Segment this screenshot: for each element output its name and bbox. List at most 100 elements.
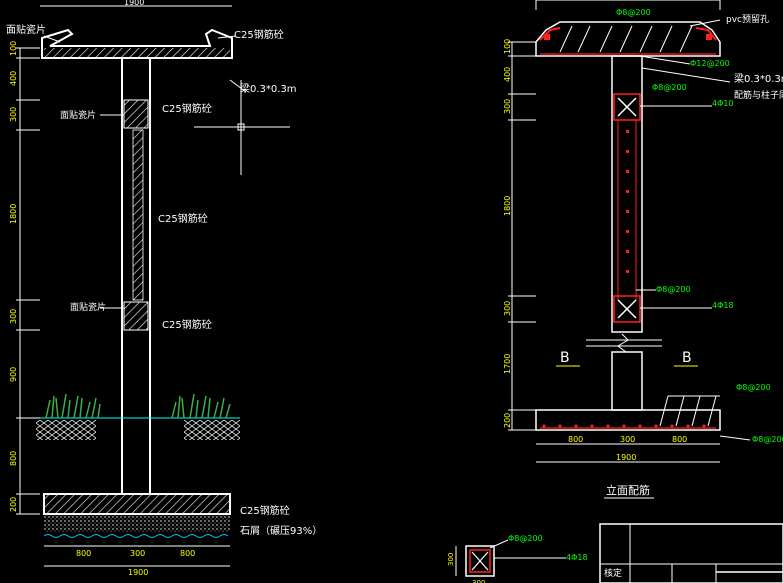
top-dim-text: 1900 bbox=[124, 0, 144, 7]
rbdim-total: 1900 bbox=[616, 453, 636, 462]
rbdim-800-left: 800 bbox=[568, 435, 583, 444]
section-b-right: B bbox=[682, 350, 692, 366]
leader-pvc bbox=[689, 19, 721, 27]
rvdim-100: 100 bbox=[503, 39, 512, 54]
rvdim-1700: 1700 bbox=[503, 354, 512, 374]
upper-beam-box bbox=[613, 93, 641, 121]
column-core-hatch bbox=[132, 129, 144, 301]
gravel-layer bbox=[44, 514, 230, 532]
left-grass-icon bbox=[45, 393, 101, 419]
detail-dim-h: 300 bbox=[472, 579, 485, 583]
label-rebar-top: Φ8@200 bbox=[616, 8, 651, 17]
label-beam-note: 梁0.3*0.3m bbox=[240, 82, 297, 95]
label-right-beam2: 配筋与柱子同 bbox=[734, 89, 783, 101]
lower-beam-hatch bbox=[123, 301, 149, 331]
detail-dim-v: 300 bbox=[447, 553, 455, 566]
label-conc-base: C25钢筋砼 bbox=[240, 504, 290, 517]
vdim-400: 400 bbox=[9, 71, 18, 86]
rvdim-400: 400 bbox=[503, 67, 512, 82]
slab-right-hook bbox=[695, 27, 717, 41]
label-conc-lower: C25钢筋砼 bbox=[162, 318, 212, 331]
leader-beam-note bbox=[229, 79, 247, 93]
right-soil-brick bbox=[184, 420, 240, 440]
bdim-800-right: 800 bbox=[180, 549, 195, 558]
footing-rebar-dots bbox=[542, 424, 706, 428]
footing-diagonals bbox=[659, 395, 720, 427]
leader-rebar-base2 bbox=[719, 435, 751, 441]
vdim-900: 900 bbox=[9, 367, 18, 382]
upper-beam-hatch bbox=[123, 99, 149, 129]
pvc-hole-right bbox=[706, 34, 712, 40]
left-dim-ticks bbox=[16, 47, 40, 515]
vdim-800: 800 bbox=[9, 451, 18, 466]
detail-rebar-leader bbox=[489, 539, 509, 549]
right-dim-ticks bbox=[508, 41, 536, 431]
label-rebar-12: Φ12@200 bbox=[690, 59, 730, 68]
leader-tile-top bbox=[43, 35, 61, 43]
bdim-300: 300 bbox=[130, 549, 145, 558]
leader-rebar-12 bbox=[639, 55, 691, 65]
title-block: 核定 bbox=[599, 523, 783, 583]
label-rebar-mid: Φ8@200 bbox=[652, 83, 687, 92]
right-caption: 立面配筋 bbox=[606, 483, 650, 497]
label-rebar-base: Φ8@200 bbox=[736, 383, 771, 392]
pvc-hole-left bbox=[544, 34, 550, 40]
label-4-18: 4Φ18 bbox=[712, 301, 734, 310]
break-symbol bbox=[617, 333, 629, 353]
label-conc-mid: C25钢筋砼 bbox=[158, 212, 208, 225]
slab-left-hook bbox=[539, 27, 561, 41]
rbdim-300: 300 bbox=[620, 435, 635, 444]
leader-conc-top bbox=[217, 35, 237, 39]
label-tile-top: 面贴瓷片 bbox=[6, 23, 46, 36]
bdim-total: 1900 bbox=[128, 568, 148, 577]
vdim-300b: 300 bbox=[9, 309, 18, 324]
detail-rebar-label: Φ8@200 bbox=[508, 534, 543, 543]
upper-beam-cross bbox=[617, 97, 637, 117]
label-4-10: 4Φ10 bbox=[712, 99, 734, 108]
label-conc-top: C25钢筋砼 bbox=[234, 28, 284, 41]
label-tile-lower: 面贴瓷片 bbox=[70, 301, 106, 313]
label-right-beam: 梁0.3*0.3m bbox=[734, 72, 783, 85]
right-grass-icon bbox=[171, 393, 231, 419]
footing-hatch bbox=[43, 493, 231, 515]
detail-cross bbox=[471, 551, 489, 571]
rbdim-800-right: 800 bbox=[672, 435, 687, 444]
vdim-1800: 1800 bbox=[9, 204, 18, 224]
column-section-detail: Φ8@200 4Φ18 300 300 bbox=[447, 534, 588, 583]
section-b-left: B bbox=[560, 350, 570, 366]
right-elevation: B B 100 400 300 1800 300 1700 200 bbox=[503, 0, 783, 499]
vdim-100: 100 bbox=[9, 41, 18, 56]
right-footing bbox=[535, 409, 721, 431]
top-cap-outline bbox=[41, 28, 233, 59]
left-elevation: 1900 100 400 3 bbox=[6, 0, 322, 577]
label-pvc: pvc预留孔 bbox=[726, 13, 769, 25]
detail-bars-label: 4Φ18 bbox=[566, 553, 588, 562]
lower-beam-cross bbox=[617, 299, 637, 319]
top-cap-hatch bbox=[44, 48, 230, 57]
left-soil-brick bbox=[36, 420, 96, 440]
detail-outline bbox=[465, 545, 495, 577]
leader-right-beam bbox=[641, 67, 731, 83]
title-block-frame bbox=[599, 523, 783, 583]
label-conc-upper: C25钢筋砼 bbox=[162, 102, 212, 115]
rvdim-300b: 300 bbox=[503, 301, 512, 316]
label-rebar-lower: Φ8@200 bbox=[656, 285, 691, 294]
lower-beam-box bbox=[613, 295, 641, 323]
vdim-200: 200 bbox=[9, 497, 18, 512]
detail-stirrup bbox=[469, 549, 491, 573]
rvdim-300a: 300 bbox=[503, 99, 512, 114]
rvdim-200: 200 bbox=[503, 413, 512, 428]
right-column-lower bbox=[611, 351, 643, 411]
soil-line bbox=[43, 534, 229, 538]
bdim-800-left: 800 bbox=[76, 549, 91, 558]
title-check-label: 核定 bbox=[604, 567, 622, 579]
vdim-300a: 300 bbox=[9, 107, 18, 122]
label-rebar-base2: Φ8@200 bbox=[752, 435, 783, 444]
label-tile-upper: 面贴瓷片 bbox=[60, 109, 96, 121]
right-top-slab bbox=[535, 21, 721, 57]
rvdim-1800: 1800 bbox=[503, 196, 512, 216]
label-gravel: 石屑（碾压93%） bbox=[240, 525, 322, 537]
slab-rebar-diagonals bbox=[559, 25, 693, 53]
column-stirrups bbox=[626, 130, 629, 273]
